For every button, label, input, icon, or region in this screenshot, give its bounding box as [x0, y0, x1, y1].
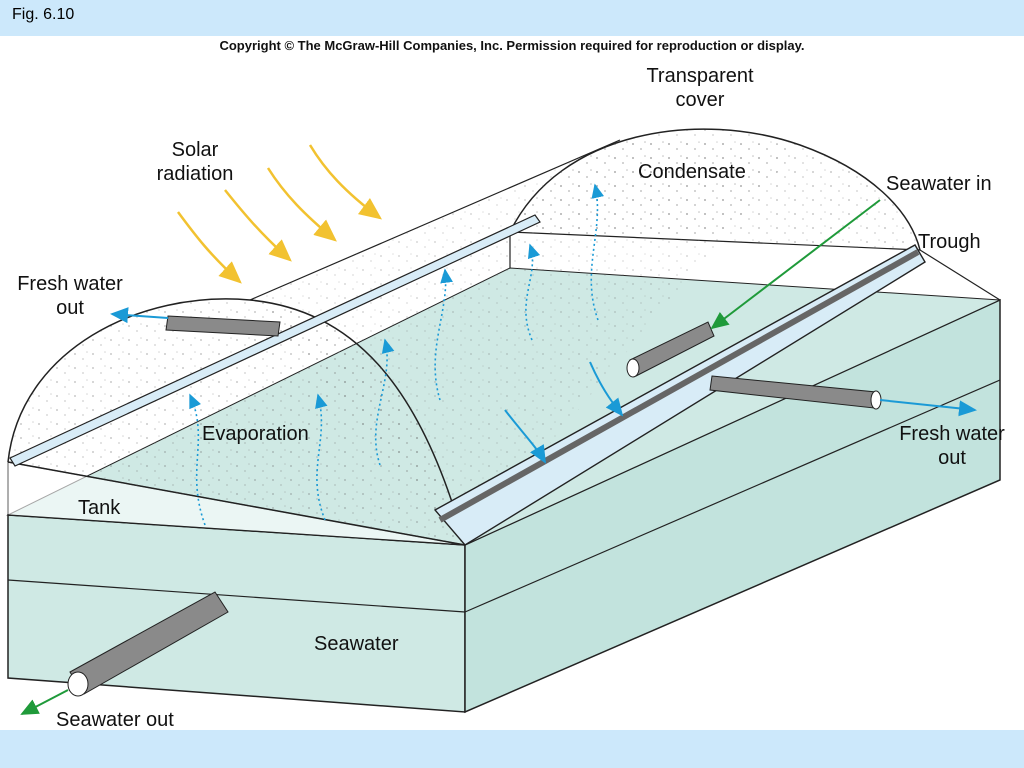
trough-right: [433, 244, 926, 546]
label-seawater-in: Seawater in: [886, 173, 992, 195]
label-fresh-water-out-left-1: Fresh water: [17, 273, 123, 295]
trough-left: [9, 214, 541, 467]
pipe-seawater-out: [67, 591, 229, 697]
pipe-fresh-water-right: [709, 375, 882, 410]
label-seawater: Seawater: [314, 633, 399, 655]
label-fresh-water-out-right-1: Fresh water: [899, 423, 1005, 445]
label-fresh-water-out-left-2: out: [56, 297, 84, 319]
label-condensate: Condensate: [638, 161, 746, 183]
condensate-flow-arrows: [504, 361, 624, 464]
label-solar-radiation-1: Solar: [172, 139, 219, 161]
seawater-in-arrow: [710, 199, 881, 330]
fresh-water-out-right-arrow: [879, 399, 977, 417]
transparent-cover: [7, 128, 921, 546]
label-seawater-out: Seawater out: [56, 709, 174, 731]
copyright-notice: Copyright © The McGraw-Hill Companies, I…: [219, 38, 805, 53]
label-transparent-cover-1: Transparent: [646, 65, 754, 87]
pipe-fresh-water-left: [165, 315, 281, 337]
label-fresh-water-out-right-2: out: [938, 447, 966, 469]
label-tank: Tank: [78, 497, 121, 519]
solar-radiation-arrows: [176, 144, 383, 284]
label-evaporation: Evaporation: [202, 423, 309, 445]
label-solar-radiation-2: radiation: [157, 163, 234, 185]
label-transparent-cover-2: cover: [676, 89, 725, 111]
figure-label: Fig. 6.10: [12, 6, 75, 23]
label-trough: Trough: [918, 231, 981, 253]
fresh-water-out-left-arrow: [110, 307, 169, 324]
evaporation-arrows: [189, 183, 605, 526]
seawater-out-arrow: [20, 689, 69, 715]
pipe-seawater-in: [626, 321, 715, 378]
